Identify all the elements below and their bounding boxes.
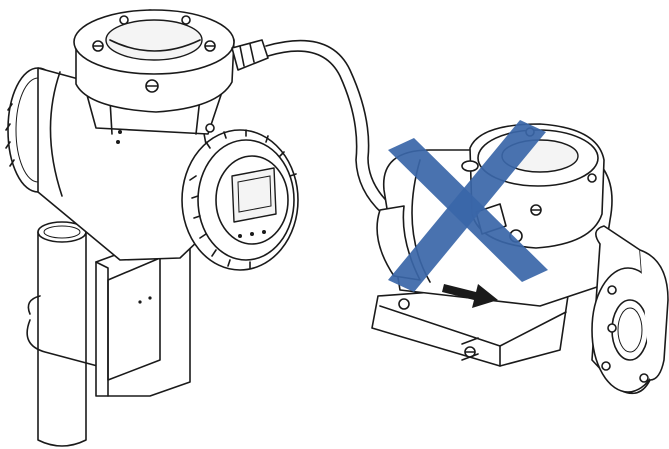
pipe-mount-icon [26,221,191,447]
arrow-right-icon [442,284,498,308]
cross-mark-icon [388,120,548,292]
transmitter-housing-icon [5,9,299,271]
